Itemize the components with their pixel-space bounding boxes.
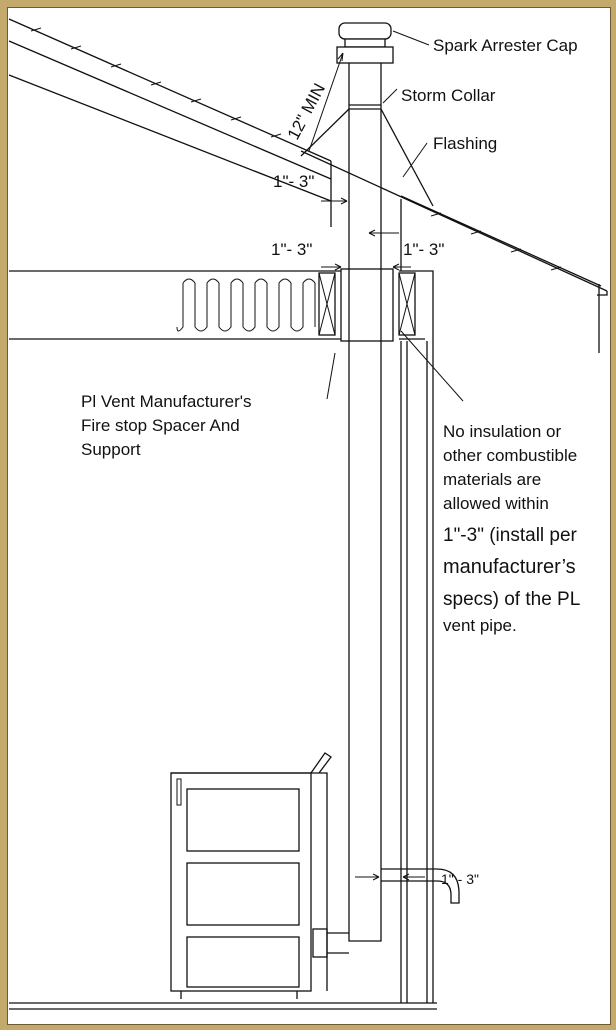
note-line-5: 1"-3" (install per (443, 525, 578, 546)
flashing-label: Flashing (433, 134, 497, 153)
floor (9, 1002, 437, 1010)
note-line-7: specs) of the PL (443, 589, 580, 610)
note-line-4: allowed within (443, 494, 549, 513)
firestop-label-3: Support (81, 440, 141, 459)
vent-installation-diagram: Spark Arrester Cap Storm Collar Flashing… (8, 18, 608, 1010)
vent-pipe (300, 22, 460, 958)
note-line-2: other combustible (443, 446, 577, 465)
clearance-floor-label: 1" - 3" (441, 871, 479, 887)
roof-left (8, 18, 332, 227)
spark-arrester-cap-label: Spark Arrester Cap (433, 36, 578, 55)
note-line-1: No insulation or (443, 422, 561, 441)
firestop-label-2: Fire stop Spacer And (81, 416, 240, 435)
stove (170, 752, 332, 999)
clearance-ceiling-right-label: 1"- 3" (403, 240, 444, 259)
storm-collar-label: Storm Collar (401, 86, 496, 105)
note-line-3: materials are (443, 470, 541, 489)
note-line-6: manufacturer’s (443, 556, 576, 578)
note-line-8: vent pipe. (443, 616, 517, 635)
clearance-ceiling-left-label: 1"- 3" (271, 240, 312, 259)
firestop-label-1: Pl Vent Manufacturer's (81, 392, 252, 411)
clearance-roof-label: 1"- 3" (273, 172, 314, 191)
wall (400, 341, 428, 1003)
dimension-arrows (308, 52, 425, 881)
leader-lines (326, 30, 464, 402)
diagram-sheet: Spark Arrester Cap Storm Collar Flashing… (7, 7, 611, 1025)
roof-right (300, 150, 608, 353)
ceiling (9, 268, 434, 1003)
